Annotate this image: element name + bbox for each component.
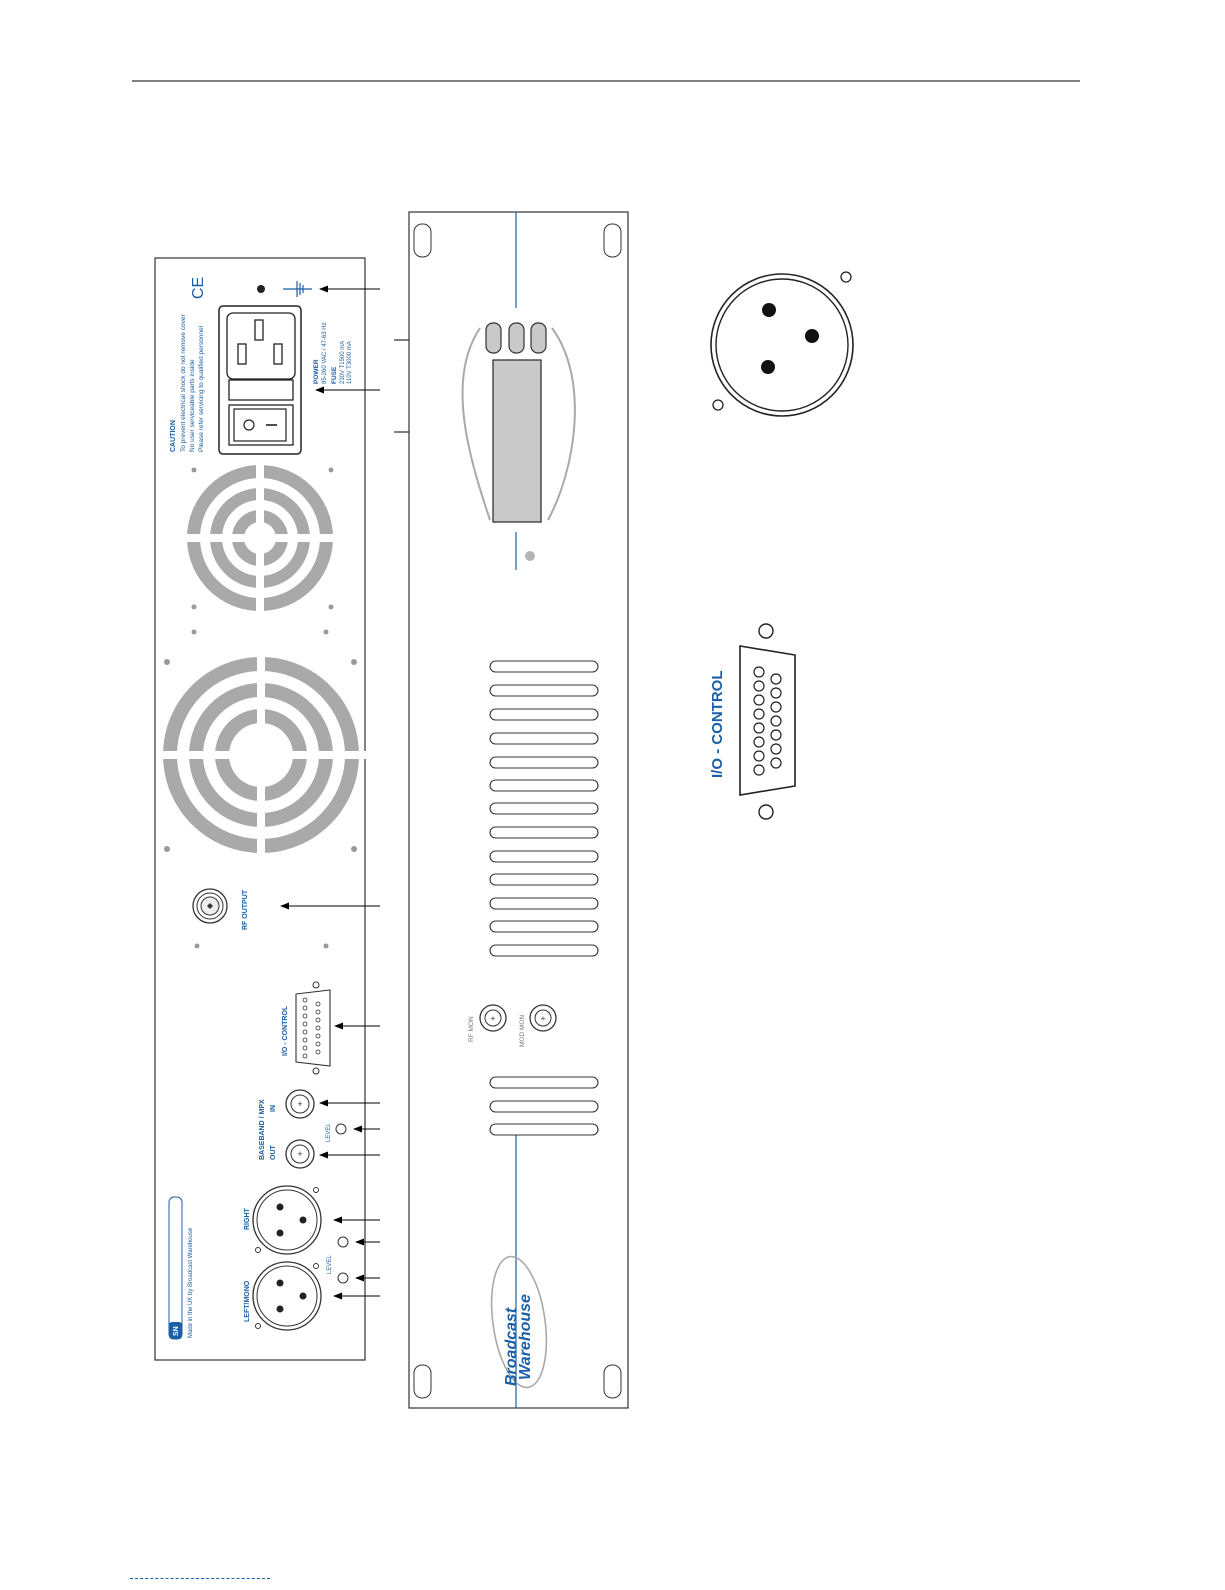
serial-number-plate: SN Made in the UK by Broadcast Warehouse <box>168 1196 194 1340</box>
left-mono-label: LEFT/MONO <box>244 1280 251 1322</box>
fuse-230: 230V T1500 mA <box>340 341 346 384</box>
baseband-out-bnc: + <box>285 1139 315 1169</box>
made-in-text: Made in the UK by Broadcast Warehouse <box>188 1227 194 1338</box>
right-level-trim <box>337 1236 349 1248</box>
caution-line1: To prevent electrical shock do not remov… <box>180 314 187 452</box>
callout-arrows <box>280 285 467 1300</box>
power-text: POWER 85-260 VAC / 47-63 Hz FUSE 230V T1… <box>313 322 353 384</box>
right-label: RIGHT <box>244 1208 251 1231</box>
power-rating: 85-260 VAC / 47-63 Hz <box>322 322 328 384</box>
mod-mon-label: MOD MON <box>519 1015 526 1047</box>
rf-output-connector <box>192 888 329 949</box>
led-indicator-1 <box>485 322 502 354</box>
caution-text: CAUTION To prevent electrical shock do n… <box>170 314 205 452</box>
lcd-display <box>492 359 542 523</box>
mod-mon-bnc: + <box>529 1004 557 1032</box>
rear-panel: CE CAUTION To prevent electrical shock d… <box>154 257 366 1361</box>
ground-icon <box>283 281 312 297</box>
front-vent-slots-lower <box>489 1076 599 1136</box>
small-fan-grille <box>182 460 338 635</box>
rack-slot-bottom-left <box>413 1364 432 1399</box>
large-fan-grille <box>156 650 366 860</box>
io-control-detail-label: I/O - CONTROL <box>709 671 726 779</box>
front-vent-slots-upper <box>489 660 599 957</box>
broadcast-warehouse-logo: Broadcast Warehouse <box>490 1255 548 1389</box>
left-level-trim <box>337 1272 349 1284</box>
level-label-xlr: LEVEL <box>327 1255 333 1274</box>
ce-mark: CE <box>190 277 207 299</box>
xlr-connector-detail <box>710 271 854 417</box>
caution-line2: No user serviceable parts inside <box>189 359 196 452</box>
rf-output-label: RF OUTPUT <box>242 889 249 930</box>
display-window <box>461 322 576 561</box>
io-control-port-rear <box>295 981 331 1075</box>
fuse-110: 110V T3000 mA <box>347 341 353 384</box>
rf-mon-bnc: + <box>479 1004 507 1032</box>
front-panel: + + RF MON MOD MON Broadcast Warehouse <box>408 211 629 1409</box>
io-control-label-rear: I/O - CONTROL <box>282 1005 289 1056</box>
footer-link-underline <box>130 1578 270 1579</box>
svg-text:+: + <box>297 1149 302 1159</box>
control-knob <box>525 551 535 561</box>
led-indicator-2 <box>508 322 525 354</box>
baseband-label: BASEBAND / MPX <box>259 1099 266 1160</box>
ce-mark-text: CE <box>190 277 207 299</box>
out-label: OUT <box>270 1145 277 1161</box>
power-title: POWER <box>313 359 320 384</box>
xlr-right-input <box>252 1185 322 1255</box>
baseband-level-trim <box>335 1123 347 1135</box>
in-label: IN <box>270 1105 277 1112</box>
rack-slot-top-right <box>603 223 622 258</box>
xlr-left-mono-input <box>252 1261 322 1331</box>
fuse-drawer <box>228 379 294 401</box>
rack-slot-top-left <box>413 223 432 258</box>
svg-text:+: + <box>297 1099 302 1109</box>
level-label-bnc: LEVEL <box>326 1123 332 1142</box>
fuse-title: FUSE <box>331 366 338 384</box>
svg-text:+: + <box>541 1014 546 1023</box>
led-indicator-3 <box>530 322 547 354</box>
rack-slot-bottom-right <box>603 1364 622 1399</box>
rf-mon-label: RF MON <box>468 1016 475 1042</box>
ground-screw <box>257 285 265 293</box>
power-inlet-module <box>218 305 302 455</box>
brand-line2: Warehouse <box>517 1294 534 1380</box>
io-control-port-detail <box>739 623 796 820</box>
svg-text:+: + <box>491 1014 496 1023</box>
baseband-in-bnc: + <box>285 1089 315 1119</box>
brand-line1: Broadcast <box>503 1307 520 1386</box>
caution-title: CAUTION <box>170 420 177 452</box>
sn-label: SN <box>173 1326 180 1336</box>
caution-line3: Please refer servicing to qualified pers… <box>198 325 205 452</box>
